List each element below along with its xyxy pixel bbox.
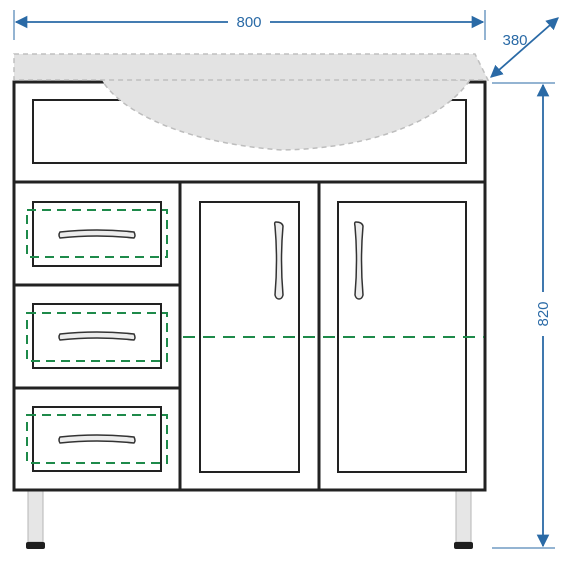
leg-right — [455, 489, 472, 543]
drawer-1-front — [32, 201, 162, 267]
drawer-3-handle — [58, 434, 136, 444]
drawer-2 — [26, 303, 168, 369]
drawer-1 — [26, 201, 168, 267]
drawer-3-front — [32, 406, 162, 472]
depth-label: 380 — [502, 32, 527, 49]
drawer-3-box-outline — [26, 414, 168, 464]
washbasin-bowl — [98, 75, 472, 151]
door-left — [199, 201, 300, 473]
leg-left — [27, 489, 44, 543]
height-label: 820 — [535, 301, 552, 326]
door-left-handle — [273, 221, 284, 300]
door-left-panel — [199, 201, 300, 473]
height-dimension: 820 — [492, 82, 555, 549]
depth-dimension: 380 — [490, 17, 559, 78]
drawer-3 — [26, 406, 168, 472]
leg-right-foot — [454, 542, 473, 549]
drawer-2-box-outline — [26, 312, 168, 362]
width-dimension: 800 — [13, 10, 486, 40]
drawer-2-front — [32, 303, 162, 369]
drawer-2-handle — [58, 331, 136, 341]
depth-line — [490, 17, 559, 78]
washbasin — [13, 53, 490, 151]
width-label: 800 — [236, 14, 261, 31]
leg-left-foot — [26, 542, 45, 549]
legs — [26, 489, 473, 549]
washbasin-top — [13, 53, 490, 81]
drawer-1-handle — [58, 229, 136, 239]
door-right-handle — [353, 221, 364, 300]
drawer-1-box-outline — [26, 209, 168, 258]
